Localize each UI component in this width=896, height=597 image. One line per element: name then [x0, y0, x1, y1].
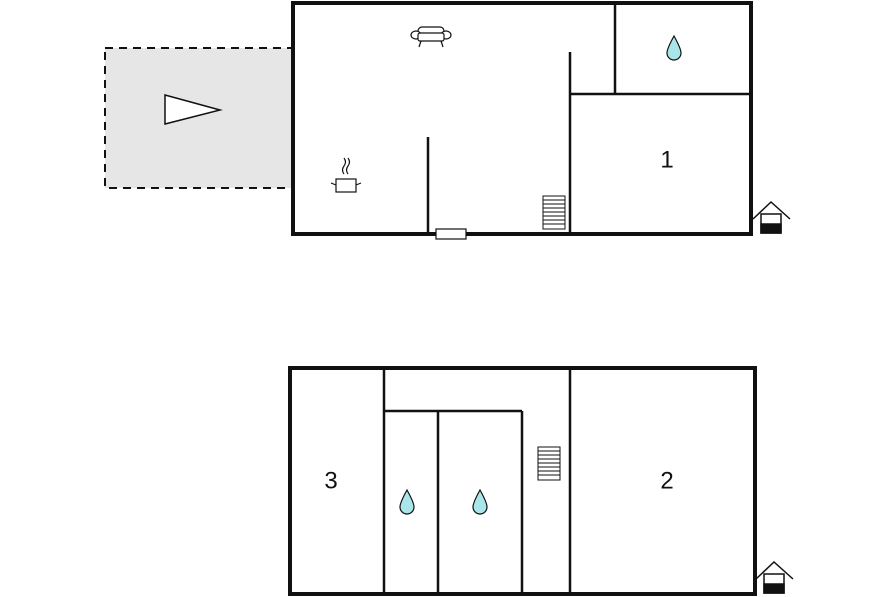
cooking-pot-icon	[330, 157, 362, 193]
water-drop-icon	[472, 488, 488, 515]
entrance-house-icon	[755, 560, 794, 594]
room-label-3: 3	[324, 467, 337, 494]
terrace	[104, 47, 294, 189]
water-drop-icon	[399, 488, 415, 515]
entrance-house-icon	[752, 200, 791, 234]
water-drop-icon	[666, 34, 682, 61]
stairs-icon	[542, 195, 566, 230]
terrace-area	[104, 47, 294, 189]
stairs-icon	[537, 446, 561, 481]
upper-plan: 1	[104, 1, 791, 240]
room-label-1: 1	[660, 146, 673, 173]
terrace-triangle-icon	[164, 94, 223, 125]
lower-plan: 3 2	[288, 366, 794, 596]
door-icon	[435, 228, 467, 240]
sofa-icon	[410, 26, 452, 48]
room-label-2: 2	[660, 467, 673, 494]
upper-outer-wall	[291, 1, 753, 236]
